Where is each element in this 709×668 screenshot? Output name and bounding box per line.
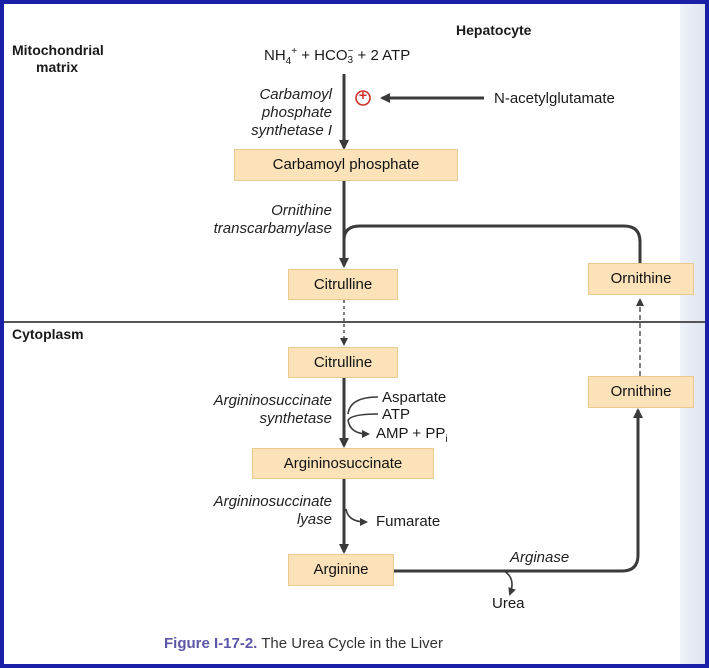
enzyme-asl: Argininosuccinate lyase [154,493,332,529]
caption-label: Figure I-17-2. [164,635,258,652]
asl-line2: lyase [296,511,332,528]
activator-sign: + [358,87,368,103]
cps-line1: Carbamoyl [259,86,332,103]
hco3-text: + HCO [297,47,348,64]
hepatocyte-label: Hepatocyte [456,22,532,38]
reactants-equation: NH4+ + HCO−3 + 2 ATP [264,46,410,67]
cps-line2: phosphate [261,104,332,121]
mito-label-line1: Mitochondrial [12,42,104,58]
cytoplasm-label: Cytoplasm [12,326,84,342]
page-edge-strip [680,4,705,664]
arrow-amp-out [347,419,370,438]
hco3-subscript: 3 [347,55,354,67]
fumarate-label: Fumarate [376,513,441,530]
enzyme-arginase: Arginase [510,549,570,566]
amp-ppi-text: AMP + PP [376,425,446,442]
amp-ppi-label: AMP + PPi [376,425,448,445]
otc-line1: Ornithine [271,202,332,219]
nh4-superscript: + [291,46,298,57]
caption-text: The Urea Cycle in the Liver [257,635,443,652]
enzyme-ass: Argininosuccinate synthetase [154,392,332,428]
enzyme-cps1: Carbamoyl phosphate synthetase I [204,86,332,140]
box-citrulline-cyto: Citrulline [288,347,398,378]
pathway-arrows [4,74,705,596]
box-arginine: Arginine [288,554,394,586]
urea-label: Urea [492,595,525,612]
arrow-ornithine-loop [342,224,642,264]
box-argininosuccinate: Argininosuccinate [252,448,434,479]
arrow-fumarate-out [345,508,368,526]
cps-line3: synthetase I [251,122,332,139]
ass-line1: Argininosuccinate [213,392,332,409]
enzyme-otc: Ornithine transcarbamylase [154,202,332,238]
box-carbamoyl-phosphate: Carbamoyl phosphate [234,149,458,181]
arrow-atp-in [347,413,379,421]
arrow-arginase [392,408,643,573]
atp-label: ATP [382,406,411,423]
atp-text: + 2 ATP [353,47,411,64]
arrow-urea-out [503,570,516,596]
figure-caption: Figure I-17-2. The Urea Cycle in the Liv… [164,635,443,652]
hco3-scripts: −3 [347,46,354,67]
ass-line2: synthetase [259,410,332,427]
box-ornithine-cyto: Ornithine [588,376,694,408]
box-citrulline-mito: Citrulline [288,269,398,300]
nh4-subscript: 4 [285,56,292,67]
hco3-superscript: − [347,46,354,58]
activator-plus-icon [355,90,371,106]
aspartate-label: Aspartate [382,389,447,406]
nh4-text: NH [264,47,286,64]
otc-line2: transcarbamylase [213,220,332,237]
activator-label: N-acetylglutamate [494,90,615,107]
mito-label-line2: matrix [36,59,79,75]
arrow-aspartate-in [347,396,379,415]
box-ornithine-mito: Ornithine [588,263,694,295]
ppi-subscript: i [445,434,448,445]
mitochondrial-matrix-label: Mitochondrial matrix [12,42,104,76]
asl-line1: Argininosuccinate [213,493,332,510]
